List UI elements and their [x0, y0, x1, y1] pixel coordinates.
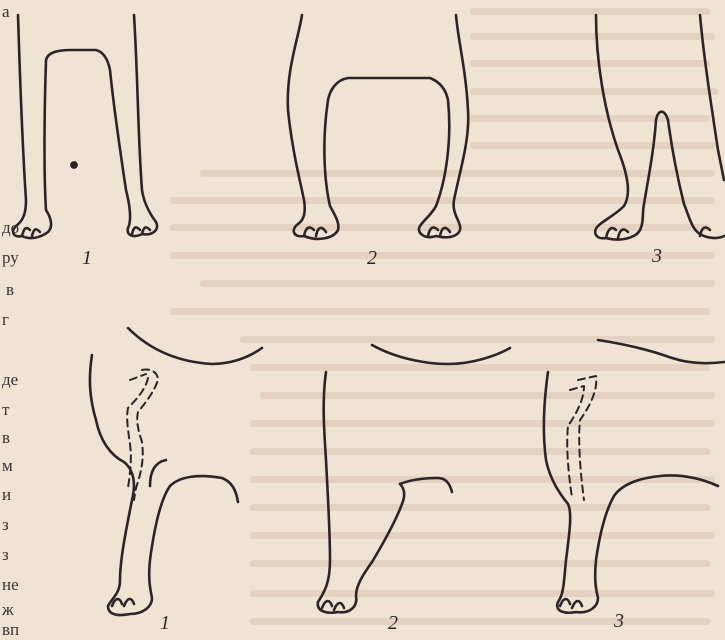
front-legs-figure-2	[288, 15, 468, 239]
figure-number: 2	[367, 247, 377, 270]
hind-legs-figure-2	[318, 345, 510, 613]
hind-legs-figure-3	[544, 340, 724, 613]
front-legs-figure-1	[13, 15, 157, 238]
hind-legs-figure-1	[90, 328, 262, 615]
figure-number: 1	[82, 247, 92, 270]
figure-number: 3	[652, 245, 662, 268]
figure-number: 1	[160, 612, 170, 635]
front-legs-figure-3	[595, 15, 724, 240]
figure-number: 2	[388, 612, 398, 635]
figure-number: 3	[614, 610, 624, 633]
